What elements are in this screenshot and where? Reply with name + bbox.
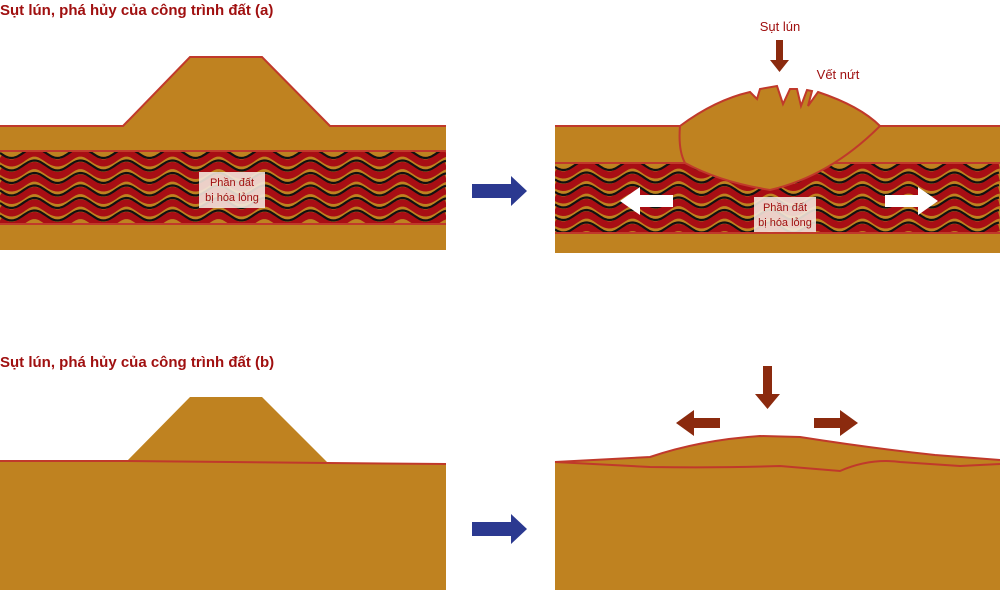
panel-b-before (0, 397, 447, 590)
horizontal-arrow-icon (885, 187, 938, 215)
horizontal-arrow-icon (620, 187, 673, 215)
right-arrow-icon (472, 176, 527, 206)
crack-label-a: Vết nứt (817, 67, 860, 82)
liquefied-wave-band (0, 151, 446, 167)
liquefied-label-box-a-after (754, 197, 816, 232)
panel-a-before: Phần đất bị hóa lỏng (0, 56, 446, 250)
panel-a-after: Phần đất bị hóa lỏng Sụt lún Vết nứt (555, 19, 1000, 253)
diagram-b-title: Sụt lún, phá hủy của công trình đất (b) (0, 354, 275, 371)
liquefied-wave-band (0, 211, 446, 224)
panel-b-after (554, 366, 1000, 590)
liquefied-wave-line (0, 209, 446, 222)
liquefied-waves-a-before (0, 151, 446, 224)
settled-embankment-b-after (555, 436, 1000, 590)
liquefied-wave-band (0, 161, 446, 180)
liquefied-label-a-before-line1: Phần đất (210, 177, 254, 189)
embankment-a-before-outline (0, 56, 446, 127)
diagram-a-title: Sụt lún, phá hủy của công trình đất (a) (0, 2, 274, 19)
settlement-label-a: Sụt lún (760, 19, 800, 34)
liquefied-label-a-before-line2: bị hóa lỏng (205, 192, 259, 204)
liquefied-label-box-a-before (199, 172, 265, 208)
liquefied-label-a-after-line1: Phần đất (763, 202, 807, 214)
right-arrow-icon (472, 514, 527, 544)
liquefied-wave-line (0, 151, 443, 160)
liquefied-label-a-after-line2: bị hóa lỏng (758, 217, 812, 229)
horizontal-arrow-icon (676, 410, 720, 436)
embankment-b-before (0, 397, 446, 590)
sunken-base-line-b-after (554, 460, 1000, 473)
down-arrow-icon (755, 366, 780, 409)
liquefied-wave-line (555, 163, 995, 172)
liquefied-wave-line (0, 159, 446, 172)
horizontal-arrow-icon (814, 410, 858, 436)
sunken-embankment-a-after (678, 84, 882, 192)
ground-surface-b-before (0, 460, 447, 465)
down-arrow-icon (770, 40, 789, 72)
embankment-b-after-outline (554, 434, 1000, 463)
